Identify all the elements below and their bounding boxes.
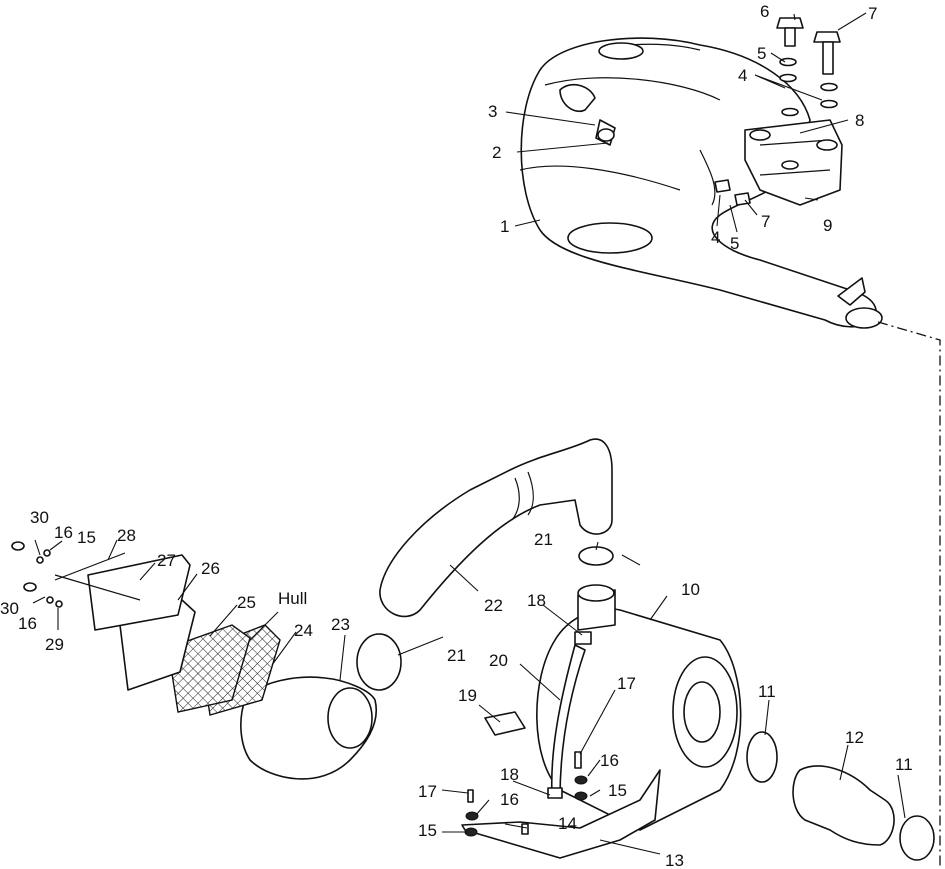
callout-28: 28 bbox=[117, 526, 136, 545]
callout-4-bottom: 4 bbox=[711, 228, 720, 247]
top-bolts bbox=[595, 17, 841, 206]
callout-27: 27 bbox=[157, 551, 176, 570]
callout-1: 1 bbox=[500, 217, 509, 236]
callout-2: 2 bbox=[492, 143, 501, 162]
callout-15-left: 15 bbox=[418, 821, 437, 840]
hull-outlet-assembly bbox=[11, 541, 377, 780]
callout-6: 6 bbox=[760, 2, 769, 21]
bracket-fasteners bbox=[464, 751, 588, 837]
callout-labels: 1 2 3 4 4 5 5 6 7 7 8 9 10 11 11 12 13 1… bbox=[0, 2, 913, 869]
callout-16-hull-bottom: 16 bbox=[18, 614, 37, 633]
callout-7-bottom: 7 bbox=[761, 212, 770, 231]
callout-17-left: 17 bbox=[418, 782, 437, 801]
callout-20: 20 bbox=[489, 651, 508, 670]
clamp-11-left bbox=[746, 731, 778, 783]
callout-9: 9 bbox=[823, 216, 832, 235]
strap-bracket-lower bbox=[547, 787, 563, 799]
clamp-21-upper bbox=[578, 546, 614, 566]
clamp-11-right bbox=[899, 815, 935, 861]
callout-4-top: 4 bbox=[738, 66, 747, 85]
callout-23: 23 bbox=[331, 615, 350, 634]
callout-30-bottom: 30 bbox=[0, 599, 19, 618]
pad bbox=[484, 711, 526, 736]
callout-26: 26 bbox=[201, 559, 220, 578]
exhaust-hose bbox=[379, 438, 613, 618]
callout-24: 24 bbox=[294, 621, 313, 640]
hull-label: Hull bbox=[278, 589, 307, 608]
callout-7-top: 7 bbox=[868, 4, 877, 23]
callout-11-right: 11 bbox=[895, 755, 913, 774]
callout-5-bottom: 5 bbox=[730, 234, 739, 253]
callout-5-top: 5 bbox=[757, 44, 766, 63]
callout-16-right: 16 bbox=[600, 751, 619, 770]
callout-22: 22 bbox=[484, 596, 503, 615]
muffler bbox=[536, 584, 742, 831]
callout-3: 3 bbox=[488, 102, 497, 121]
callout-18-bottom: 18 bbox=[500, 765, 519, 784]
callout-16-hull-top: 16 bbox=[54, 523, 73, 542]
callout-11-left: 11 bbox=[758, 682, 776, 701]
callout-30-top: 30 bbox=[30, 508, 49, 527]
callout-15-hull: 15 bbox=[77, 528, 96, 547]
mount-bracket bbox=[461, 769, 661, 859]
callout-8: 8 bbox=[855, 111, 864, 130]
callout-14: 14 bbox=[558, 814, 577, 833]
clamp-21-lower bbox=[356, 633, 402, 691]
callout-19: 19 bbox=[458, 686, 477, 705]
leader-lines bbox=[32, 12, 906, 855]
callout-12: 12 bbox=[845, 728, 864, 747]
strap-bracket-upper bbox=[574, 631, 592, 645]
callout-18-top: 18 bbox=[527, 591, 546, 610]
callout-13: 13 bbox=[665, 851, 684, 869]
callout-17-right: 17 bbox=[617, 674, 636, 693]
callout-10: 10 bbox=[681, 580, 700, 599]
callout-15-right: 15 bbox=[608, 781, 627, 800]
callout-21-bottom: 21 bbox=[447, 646, 466, 665]
tailpipe bbox=[792, 765, 895, 846]
callout-25: 25 bbox=[237, 593, 256, 612]
callout-16-left: 16 bbox=[500, 790, 519, 809]
callout-29: 29 bbox=[45, 635, 64, 654]
callout-21-top: 21 bbox=[534, 530, 553, 549]
connection-line bbox=[877, 321, 941, 869]
